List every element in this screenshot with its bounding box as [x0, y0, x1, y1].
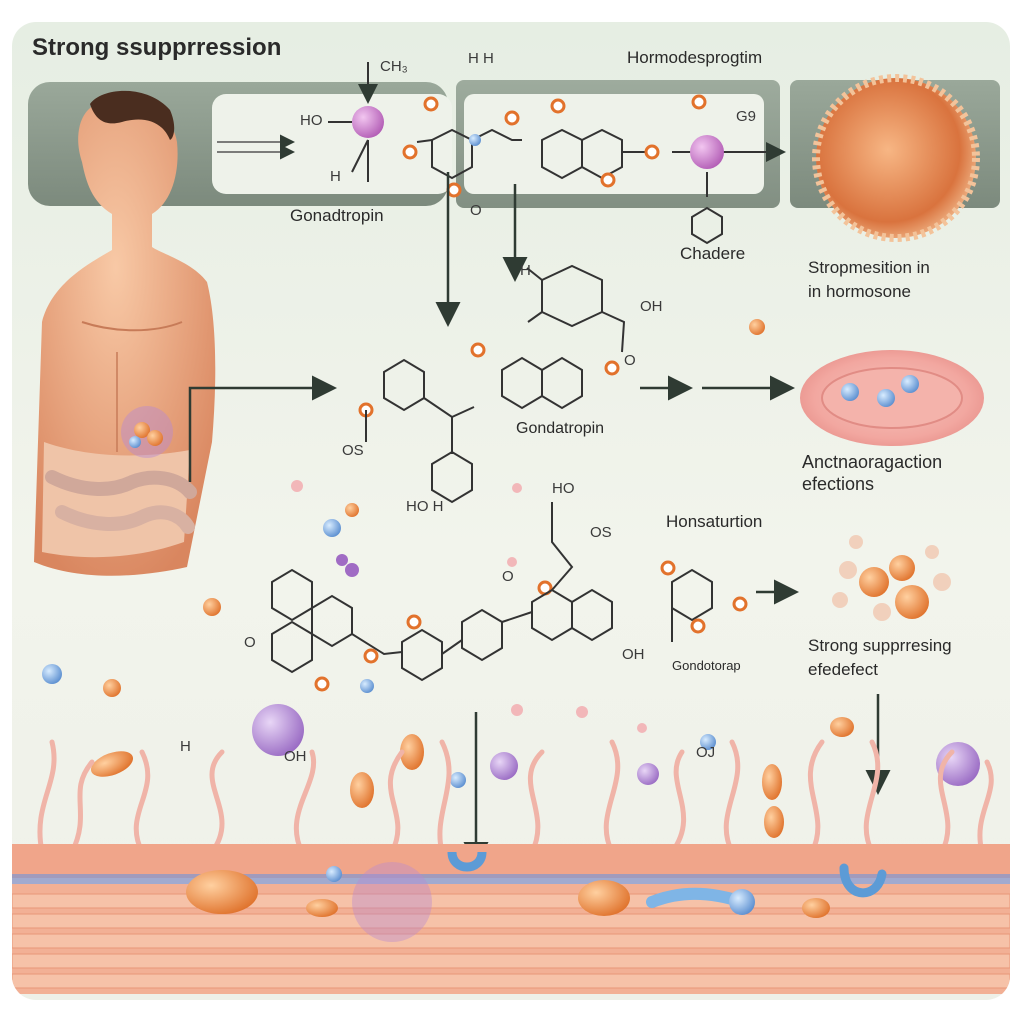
particle-cluster [832, 535, 951, 621]
top-molecule [328, 62, 786, 245]
chem-od-bottom: OH [284, 748, 307, 765]
chem-hoh: HO H [406, 498, 444, 515]
chem-oh-3: OH [622, 646, 645, 663]
chem-oh-1: OH [640, 298, 663, 315]
diagram-panel: Strong ssupprression Hormodesprogtim Gon… [12, 22, 1010, 1000]
atom-purple [690, 135, 724, 169]
label-antagonist-1: Anctnaoragaction [802, 452, 943, 472]
label-chadere: Chadere [680, 244, 746, 263]
bottom-molecules [271, 502, 713, 682]
chem-hh: H H [468, 50, 494, 67]
label-antagonist-2: efections [802, 474, 875, 494]
label-in-hormone: in hormosone [808, 282, 912, 301]
chem-os-1: OS [342, 442, 364, 459]
floating-particles [42, 319, 980, 838]
red-blood-cell [800, 350, 984, 446]
chem-ho: HO [300, 112, 323, 129]
human-torso [34, 90, 216, 576]
chem-g9: G9 [736, 108, 757, 125]
label-strong-2: efedefect [808, 660, 878, 679]
chem-oh-2: O [624, 352, 636, 369]
motion-arrows [217, 134, 295, 160]
chem-o3: O [502, 568, 514, 585]
chem-ch3: CH₃ [380, 58, 408, 75]
chem-oj-bottom: OJ [696, 744, 716, 761]
label-gonado-small: Gondotorap [672, 658, 741, 673]
chem-o-sub: O [470, 202, 482, 219]
cell-membrane [12, 844, 1010, 994]
atom-purple [352, 106, 384, 138]
label-honsaturation: Honsaturtion [666, 512, 763, 531]
middle-molecules [365, 264, 626, 504]
oxygen-atoms-2 [660, 560, 748, 634]
chem-h: H [330, 168, 341, 185]
diagram-title: Strong ssupprression [32, 34, 282, 61]
label-gonadotropin-1: Gonadtropin [290, 206, 384, 225]
chem-h-bottom: H [180, 738, 191, 755]
label-strong-1: Strong supprresing [808, 636, 952, 655]
chem-h-top: H [520, 262, 531, 279]
horizontal-arrows [188, 375, 799, 605]
label-suppression-in: Stropmesition in [808, 258, 930, 277]
cell-hormone [812, 74, 980, 242]
chem-o-bottom: O [244, 634, 256, 651]
cilia [37, 739, 994, 855]
atom-blue [469, 134, 481, 146]
label-gonadotropin-2: Gondatropin [516, 420, 605, 437]
diagram-graphics [12, 62, 1010, 994]
chem-os-2: OS [590, 524, 612, 541]
label-hormone-top: Hormodesprogtim [627, 48, 763, 67]
chem-ho-2: HO [552, 480, 575, 497]
